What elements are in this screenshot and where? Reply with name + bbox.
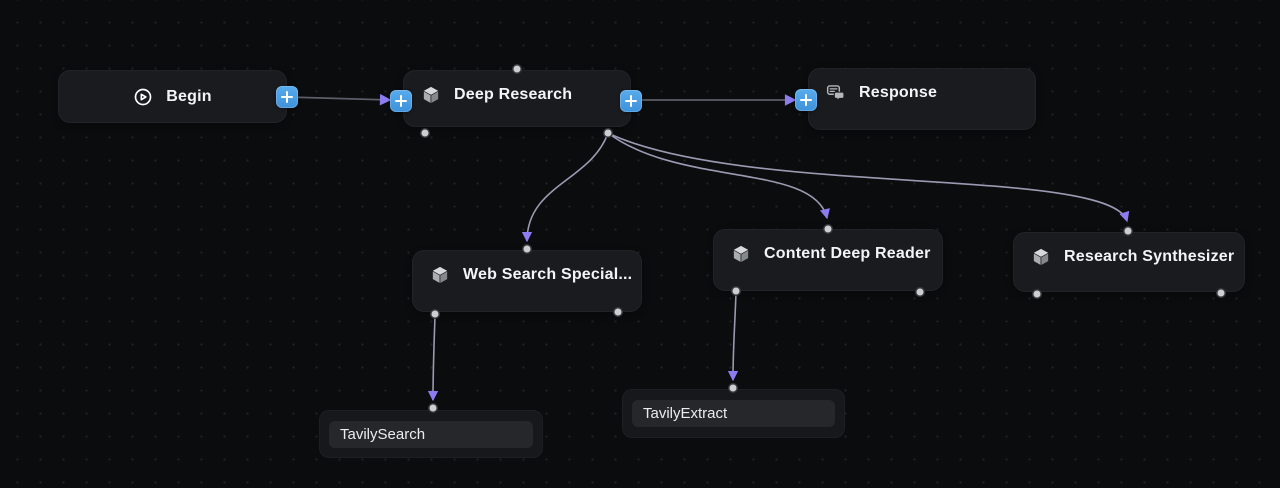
handle-tavily-search-top[interactable] [429,404,437,412]
box-icon [421,85,441,105]
node-begin-label: Begin [166,87,212,105]
node-web-search-specialist[interactable]: Web Search Special... [412,250,642,312]
node-research-synthesizer-row: Research Synthesizer [1014,244,1244,270]
box-icon [731,244,751,264]
edge-begin-to-deep-research[interactable] [286,93,392,106]
handle-research-synthesizer-top[interactable] [1124,227,1132,235]
handle-deep-research-top[interactable] [513,65,521,73]
handle-content-deep-reader-bottom-left[interactable] [732,287,740,295]
play-circle-icon [133,87,153,107]
handle-content-deep-reader-top[interactable] [824,225,832,233]
node-research-synthesizer-label: Research Synthesizer [1064,248,1235,265]
node-content-deep-reader[interactable]: Content Deep Reader [713,229,943,291]
box-icon [430,265,450,285]
node-deep-research-label: Deep Research [454,86,573,103]
node-response-row: Response [809,80,1035,106]
handle-deep-research-bottom-left[interactable] [421,129,429,137]
edge-content-deep-reader-to-tavily-extract[interactable] [727,291,739,382]
handle-web-search-specialist-bottom-left[interactable] [431,310,439,318]
node-research-synthesizer[interactable]: Research Synthesizer [1013,232,1245,292]
node-response[interactable]: Response [808,68,1036,130]
handle-deep-research-bottom-right[interactable] [604,129,612,137]
node-tavily-search[interactable]: TavilySearch [319,410,543,458]
node-content-deep-reader-row: Content Deep Reader [714,241,942,267]
node-web-search-specialist-row: Web Search Special... [413,262,641,288]
node-content-deep-reader-label: Content Deep Reader [764,245,931,262]
add-node-button-begin-output[interactable] [276,86,298,108]
node-response-label: Response [859,84,938,101]
box-icon [1031,247,1051,267]
tavily-extract-field[interactable]: TavilyExtract [632,400,835,427]
node-begin[interactable]: Begin [58,70,287,123]
handle-research-synthesizer-bottom-right[interactable] [1217,289,1225,297]
node-begin-row: Begin [59,71,286,122]
add-node-button-response-input[interactable] [795,89,817,111]
edge-deep-research-to-content-deep-reader[interactable] [607,132,830,220]
handle-web-search-specialist-bottom-right[interactable] [614,308,622,316]
node-deep-research[interactable]: Deep Research [403,70,631,127]
edge-deep-research-to-research-synthesizer[interactable] [607,132,1130,223]
tavily-search-field[interactable]: TavilySearch [329,420,533,448]
node-web-search-specialist-label: Web Search Special... [463,266,633,283]
node-tavily-extract[interactable]: TavilyExtract [622,389,845,438]
edge-web-search-specialist-to-tavily-search[interactable] [427,314,439,402]
add-node-button-deep-research-output[interactable] [620,90,642,112]
edge-deep-research-to-web-search-specialist[interactable] [521,132,609,243]
message-icon [826,83,846,103]
add-node-button-deep-research-input[interactable] [390,90,412,112]
handle-tavily-extract-top[interactable] [729,384,737,392]
node-deep-research-row: Deep Research [404,82,630,108]
handle-content-deep-reader-bottom-right[interactable] [916,288,924,296]
handle-research-synthesizer-bottom-left[interactable] [1033,290,1041,298]
handle-web-search-specialist-top[interactable] [523,245,531,253]
